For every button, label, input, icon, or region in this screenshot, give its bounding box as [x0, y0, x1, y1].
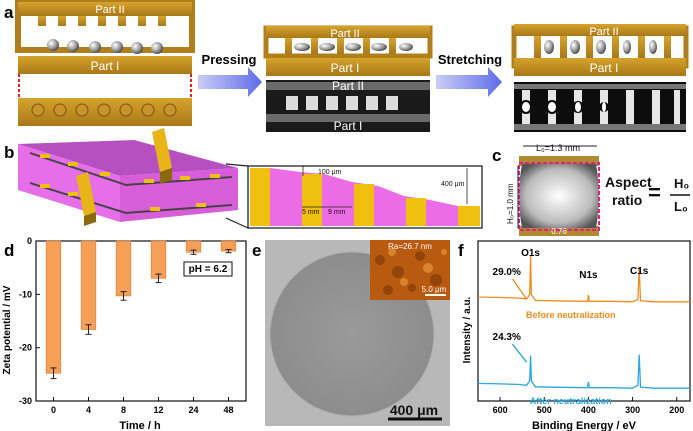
f-series-label: Before neutralization — [526, 310, 616, 320]
part-ii-text: Part II — [95, 4, 124, 16]
ratio-text: ratio — [612, 192, 642, 208]
f-annotation-o1s: O1s — [521, 248, 540, 259]
panel-c: c L₀=1.3 mm H₀=1.0 mm 0.76 Aspect ratio … — [492, 143, 690, 236]
wells — [31, 103, 177, 117]
f-xtick-label: 300 — [625, 405, 640, 415]
panel-a-label: a — [4, 3, 14, 22]
panel-e: e Ra=26.7 nm 5.0 μm 400 μm — [252, 240, 450, 426]
d-xtick-label: 48 — [223, 405, 233, 415]
d-xtick-label: 8 — [121, 405, 126, 415]
pressed-part-i: Part I — [331, 61, 360, 75]
panel-d-label: d — [4, 241, 14, 260]
d-xlabel: Time / h — [119, 420, 161, 431]
part-ii-pillars — [38, 16, 166, 26]
d-xtick-label: 0 — [51, 405, 56, 415]
ra-text: Ra=26.7 nm — [388, 242, 432, 251]
aspect-text: Aspect — [605, 174, 652, 190]
f-arrow-before — [511, 278, 528, 300]
pressing-arrow: Pressing — [198, 52, 262, 97]
d-ylabel: Zeta potential / mV — [2, 285, 13, 374]
d-bar — [150, 240, 167, 279]
eq-text: = — [648, 180, 661, 205]
num-text: H₀ — [674, 176, 689, 191]
drop-image — [519, 164, 599, 228]
f-series-line — [477, 354, 690, 389]
stretching-arrow: Stretching — [436, 52, 502, 97]
dim-5mm: 5 mm — [302, 209, 320, 216]
scale-text: 400 μm — [390, 402, 438, 418]
dim-9mm: 9 mm — [328, 209, 346, 216]
chip-3d — [18, 128, 238, 226]
dim-100um: 100 μm — [318, 169, 342, 176]
photo-part-ii: Part II — [332, 79, 364, 93]
d-ytick-label: -10 — [19, 289, 32, 299]
d-xtick-label: 24 — [188, 405, 198, 415]
panel-f: f 600 500 400 300 200 Before neutralizationAf… — [458, 240, 691, 431]
f-annotation-c1s: C1s — [630, 266, 649, 277]
f-xtick-label: 600 — [493, 405, 508, 415]
den-text: L₀ — [674, 199, 688, 214]
ph-box — [183, 261, 233, 277]
d-xtick-label: 4 — [86, 405, 91, 415]
device-stretched: Part II Part I — [511, 24, 689, 132]
pressed-part-ii: Part II — [330, 28, 359, 40]
stretched-part-i: Part I — [590, 61, 619, 75]
pressing-text: Pressing — [202, 52, 257, 67]
h0-text: H₀=1.0 mm — [506, 183, 515, 224]
clamp-1 — [152, 128, 172, 184]
f-xtick-label: 500 — [537, 405, 552, 415]
stretched-part-ii: Part II — [589, 26, 618, 38]
f-arrow-after — [511, 343, 528, 363]
f-plot-frame — [477, 240, 691, 402]
photo-part-i: Part I — [334, 119, 363, 133]
d-plot-frame — [35, 240, 247, 402]
f-series-line — [477, 256, 690, 303]
d-ytick-label: -20 — [19, 343, 32, 353]
ratio-value: 0.76 — [551, 227, 567, 236]
panel-b: b — [4, 128, 483, 229]
l0-text: L₀=1.3 mm — [536, 143, 580, 153]
f-annotation-pct-after: 24.3% — [493, 332, 521, 343]
f-ylabel: Intensity / a.u. — [462, 296, 473, 363]
channel-profile: 100 μm 5 mm 9 mm 400 μm — [247, 165, 483, 229]
panel-a: a Part II Part I — [4, 0, 689, 133]
d-bar — [80, 240, 97, 330]
part-i-text: Part I — [91, 59, 120, 73]
f-annotation-pct-before: 29.0% — [493, 267, 521, 278]
device-open: Part II Part I — [15, 0, 195, 126]
panel-e-label: e — [252, 241, 261, 260]
panel-f-label: f — [458, 241, 464, 260]
f-annotation-n1s: N1s — [579, 270, 598, 281]
inset-scale-text: 5.0 μm — [422, 285, 447, 294]
ph-annotation: pH = 6.2 — [189, 264, 228, 275]
d-ytick-label: 0 — [27, 236, 32, 246]
panel-c-label: c — [492, 146, 501, 165]
f-xtick-label: 400 — [581, 405, 596, 415]
f-xlabel: Binding Energy / eV — [532, 420, 637, 431]
dim-400um: 400 μm — [441, 181, 465, 188]
f-xtick-label: 200 — [669, 405, 684, 415]
device-pressed: Part II Part I Part II Part I — [263, 25, 433, 133]
d-ytick-label: -30 — [19, 396, 32, 406]
part-i-plate — [18, 56, 192, 74]
d-bar — [45, 240, 62, 374]
d-bar — [115, 240, 132, 297]
stretching-text: Stretching — [438, 52, 502, 67]
drop-box — [518, 162, 600, 231]
clamp-2 — [76, 172, 96, 226]
d-xtick-label: 12 — [153, 405, 163, 415]
panel-b-label: b — [4, 143, 14, 162]
part-ii-top — [18, 2, 192, 16]
f-series-label: After neutralization — [530, 396, 612, 406]
balls — [47, 39, 163, 54]
